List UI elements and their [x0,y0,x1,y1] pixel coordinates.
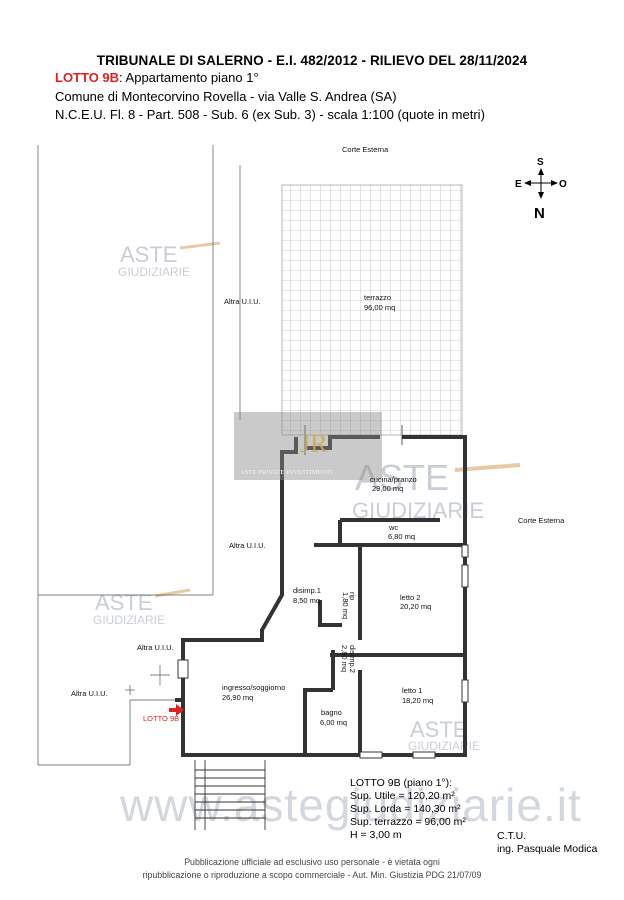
label-lotto-marker: LOTTO 9B [143,714,179,723]
svg-text:JR: JR [300,429,328,458]
summary-utile: Sup. Utile = 120,20 m² [350,790,455,802]
windows [177,544,469,759]
footer-line-2: ripubblicazione o riproduzione a scopo c… [142,870,482,880]
label-letto1-area: 18,20 mq [402,696,433,705]
ctu-signature: C.T.U. ing. Pasquale Modica [497,830,597,856]
compass-e: E [515,179,522,190]
center-logo-watermark: JR ASTE·PRIVATE·INVESTIMENTI [234,412,382,480]
label-letto1: letto 1 [402,686,422,695]
summary-terrazzo: Sup. terrazzo = 96,00 m² [350,816,466,828]
footer-notice: Pubblicazione ufficiale ad esclusivo uso… [0,856,624,882]
label-terrazzo-area: 96,00 mq [364,303,395,312]
summary-title: LOTTO 9B (piano 1°): [350,777,453,789]
label-disimp2-area: 2,80 mq [340,645,349,672]
ctu-label: C.T.U. [497,830,527,842]
label-disimp2: disimp.2 [348,645,357,673]
label-rip-area: 1,80 mq [341,592,350,619]
svg-text:ASTE: ASTE [410,717,467,742]
label-altra-uiu-2: Altra U.I.U. [229,541,266,550]
label-letto2: letto 2 [400,593,420,602]
label-terrazzo: terrazzo [364,293,391,302]
surface-summary: LOTTO 9B (piano 1°): Sup. Utile = 120,20… [350,777,466,842]
label-altra-uiu-3: Altra U.I.U. [137,643,174,652]
label-wc: wc [388,523,398,532]
label-cucina-area: 29,00 mq [372,484,403,493]
site-watermark: www.astegiudiziarie.it [120,779,582,831]
label-disimp1-area: 8,50 mq [293,596,320,605]
label-ingresso-area: 26,90 mq [222,693,253,702]
label-altra-uiu-1: Altra U.I.U. [224,297,261,306]
summary-lorda: Sup. Lorda = 140,30 m² [350,803,461,815]
entrance-arrow-icon [169,704,184,716]
lot-description: : Appartamento piano 1° [119,70,259,85]
lot-label: LOTTO 9B [55,70,120,85]
compass-o: O [559,179,567,190]
terrace-door [304,425,403,455]
summary-altezza: H = 3,00 m [350,829,402,841]
boundary-lines [37,145,241,766]
aste-watermark-5: ASTE GIUDIZIARIE [408,717,480,753]
svg-text:GIUDIZIARIE: GIUDIZIARIE [118,265,190,279]
lot-line: LOTTO 9B: Appartamento piano 1° [55,70,259,85]
document-title: TRIBUNALE DI SALERNO - E.I. 482/2012 - R… [96,53,528,68]
label-cucina: cucina/pranzo [370,475,417,484]
ctu-name: ing. Pasquale Modica [497,843,598,855]
aste-watermark-4: ASTE GIUDIZIARIE [93,588,191,627]
label-corte-esterna-right: Corte Esterna [518,516,565,525]
label-bagno: bagno [321,708,342,717]
svg-text:ASTE·PRIVATE·INVESTIMENTI: ASTE·PRIVATE·INVESTIMENTI [240,469,332,476]
label-letto2-area: 20,20 mq [400,602,431,611]
label-ingresso: ingresso/soggiorno [222,683,285,692]
svg-text:ASTE: ASTE [95,590,152,615]
svg-text:ASTE: ASTE [120,242,177,267]
label-wc-area: 6,80 mq [388,532,415,541]
label-corte-esterna-top: Corte Esterna [342,145,389,154]
compass: S O E N [515,157,567,222]
label-disimp1: disimp.1 [293,586,321,595]
label-bagno-area: 6,00 mq [320,718,347,727]
svg-text:ASTE: ASTE [355,457,449,498]
svg-text:GIUDIZIARIE: GIUDIZIARIE [408,739,480,753]
label-altra-uiu-4: Altra U.I.U. [71,689,108,698]
aste-watermark-1: ASTE GIUDIZIARIE [118,241,221,279]
location-line: Comune di Montecorvino Rovella - via Val… [55,89,397,104]
staircase [194,760,266,830]
svg-text:GIUDIZIARIE: GIUDIZIARIE [93,613,165,627]
compass-s: S [537,157,544,168]
footer-line-1: Pubblicazione ufficiale ad esclusivo uso… [184,857,440,867]
compass-n: N [534,205,545,222]
label-rip: rip [348,592,357,600]
terrace-area [281,184,463,436]
cadastral-line: N.C.E.U. Fl. 8 - Part. 508 - Sub. 6 (ex … [55,107,485,122]
